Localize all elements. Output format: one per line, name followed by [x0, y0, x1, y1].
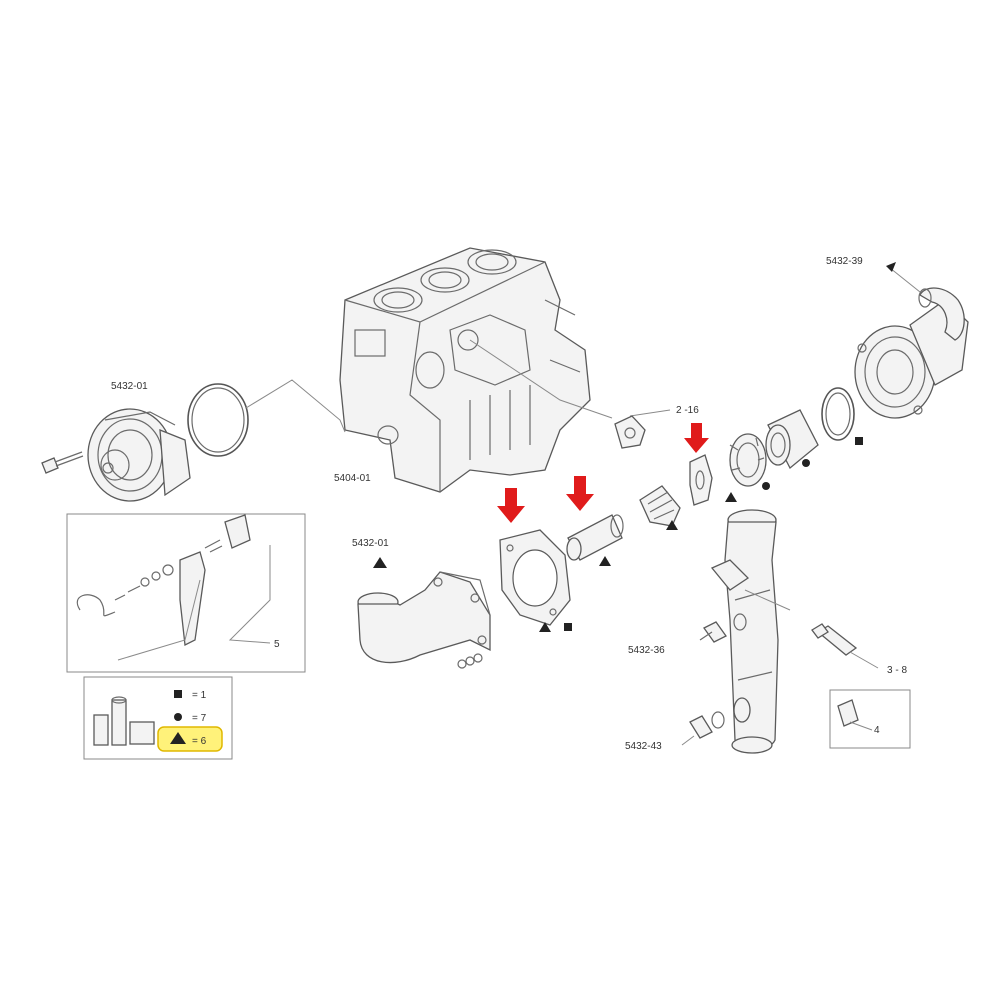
label-block: 5404-01: [334, 473, 371, 484]
drain-plug: [689, 711, 725, 739]
bolt-right: [811, 623, 858, 656]
red-arrow-icon: [566, 476, 594, 511]
legend-square-text: = 1: [192, 690, 207, 701]
red-arrow-icon: [497, 488, 525, 523]
bolt-left: [41, 451, 84, 474]
thermostat: [639, 485, 681, 527]
small-rings-center: [457, 653, 483, 669]
gasket-small: [614, 415, 646, 449]
legend-box: [83, 676, 233, 760]
bearing-housing: [765, 409, 819, 470]
label-elbow: 5432-01: [352, 538, 389, 549]
hose-elbow-top: [918, 287, 965, 341]
inset-box-5: [66, 513, 306, 673]
seal-ring: [689, 454, 713, 506]
o-ring-left: [187, 383, 249, 457]
circle-marker-icon: [174, 713, 182, 721]
square-marker-icon: [174, 690, 182, 698]
triangle-marker-icon: [170, 732, 186, 744]
sleeve-tube: [566, 514, 624, 561]
label-plug: 5432-43: [625, 741, 662, 752]
elbow-housing: [357, 571, 491, 664]
label-sensor: 5432-36: [628, 645, 665, 656]
engine-block: [339, 247, 591, 493]
coolant-pipe: [710, 509, 779, 754]
gasket-plate: [499, 529, 571, 626]
legend-circle-text: = 7: [192, 713, 207, 724]
red-arrow-icon: [684, 423, 709, 453]
legend-triangle-text: = 6: [192, 736, 207, 747]
temperature-sensor: [699, 613, 747, 643]
label-inset-4: 4: [874, 725, 880, 736]
legend-highlight: [157, 726, 223, 752]
inset-box-4: [829, 689, 911, 749]
label-inset-5: 5: [274, 639, 280, 650]
water-pump-left: [87, 408, 191, 502]
seal-ring-right: [821, 387, 855, 441]
gear-ring: [729, 433, 767, 487]
label-hose-top: 5432-39: [826, 256, 863, 267]
label-pump-left: 5432-01: [111, 381, 148, 392]
label-gasket-ref: 2 -16: [676, 405, 699, 416]
label-bolt-ref: 3 - 8: [887, 665, 907, 676]
